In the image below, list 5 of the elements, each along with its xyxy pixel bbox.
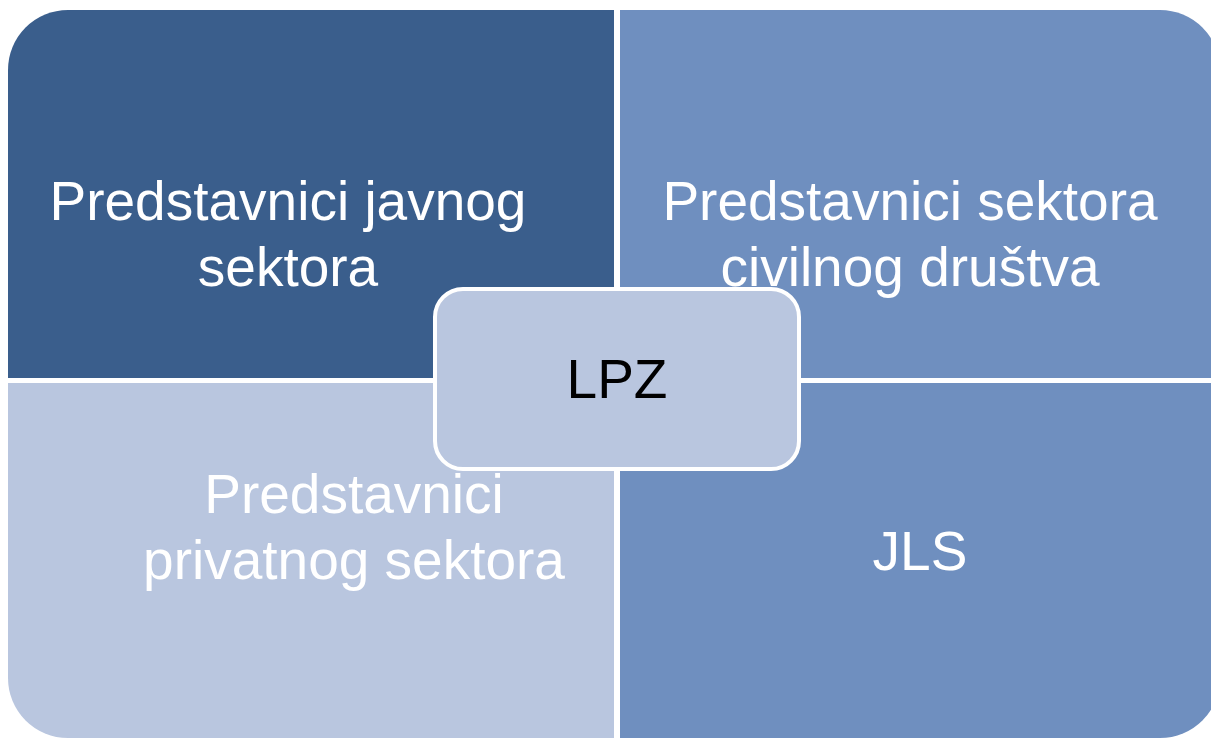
panel-label: JLS [872,518,968,584]
panel-label: Predstavnici privatnog sektora [142,461,566,593]
panel-label: Predstavnici sektora civilnog društva [661,169,1159,300]
panel-label: Predstavnici javnog sektora [48,169,528,300]
panel-label: LPZ [566,347,668,412]
